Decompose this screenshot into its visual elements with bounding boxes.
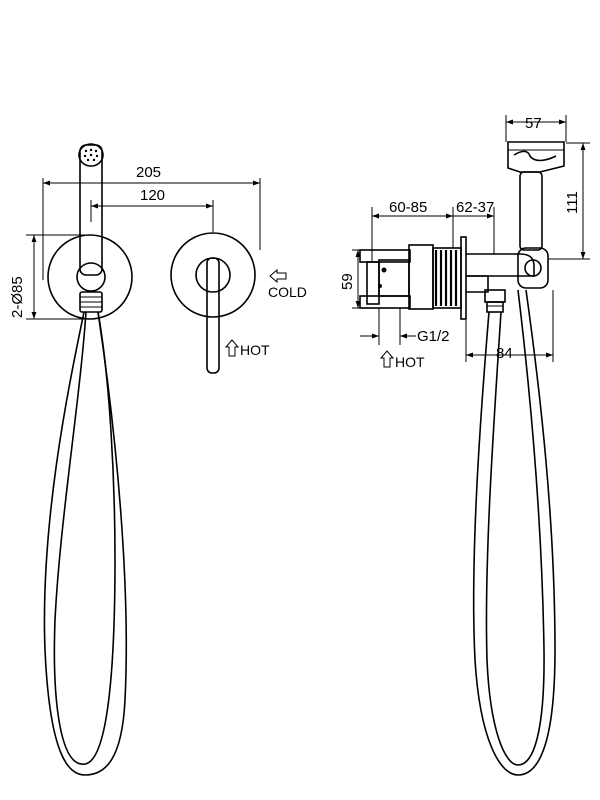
dim-diameter: 2-Ø85 (9, 234, 90, 320)
dim-60-85: 60-85 (371, 199, 454, 262)
wall-plate-side (460, 236, 467, 320)
hose-front (43, 311, 128, 776)
dim-84: 84 (465, 290, 554, 362)
bidet-sprayer-front (76, 143, 106, 313)
dim-label-111: 111 (564, 191, 581, 214)
valve-body (359, 244, 434, 310)
dim-111: 111 (548, 142, 590, 260)
spray-nozzle-icon (83, 148, 99, 162)
cold-arrow-icon (269, 268, 287, 284)
dim-205: 205 (42, 164, 261, 280)
dim-label-diameter: 2-Ø85 (9, 276, 26, 318)
dim-57: 57 (505, 115, 567, 142)
hot-label-front: HOT (240, 342, 270, 358)
dim-label-205: 205 (136, 164, 161, 181)
hot-label-side: HOT (395, 354, 425, 370)
threaded-cartridge (432, 247, 462, 309)
dim-label-59: 59 (339, 273, 356, 290)
dim-label-57: 57 (525, 115, 542, 132)
dim-label-84: 84 (496, 345, 513, 362)
holder-plate (47, 234, 133, 320)
dim-120: 120 (90, 187, 214, 232)
hot-indicator-side: HOT (379, 350, 425, 370)
cold-indicator: COLD (268, 268, 307, 300)
cold-label: COLD (268, 284, 307, 300)
outlet-body (466, 253, 535, 313)
dim-label-60-85: 60-85 (389, 199, 427, 216)
hot-arrow-icon (224, 339, 240, 357)
hot-indicator-front: HOT (224, 339, 270, 358)
hot-arrow-icon (379, 350, 395, 368)
hose-side (472, 289, 556, 776)
dim-label-120: 120 (140, 187, 165, 204)
dim-62-37: 62-37 (453, 199, 495, 254)
side-view: 57 111 60-85 62-37 59 (339, 115, 590, 776)
front-view: 205 120 2-Ø85 COLD HOT (9, 143, 307, 776)
mixer-plate (170, 232, 256, 374)
dim-label-62-37: 62-37 (456, 199, 494, 216)
dim-label-thread: G1/2 (417, 328, 450, 345)
bidet-sprayer-side (507, 141, 565, 289)
dim-59: 59 (339, 249, 378, 309)
dim-thread: G1/2 (360, 308, 450, 345)
